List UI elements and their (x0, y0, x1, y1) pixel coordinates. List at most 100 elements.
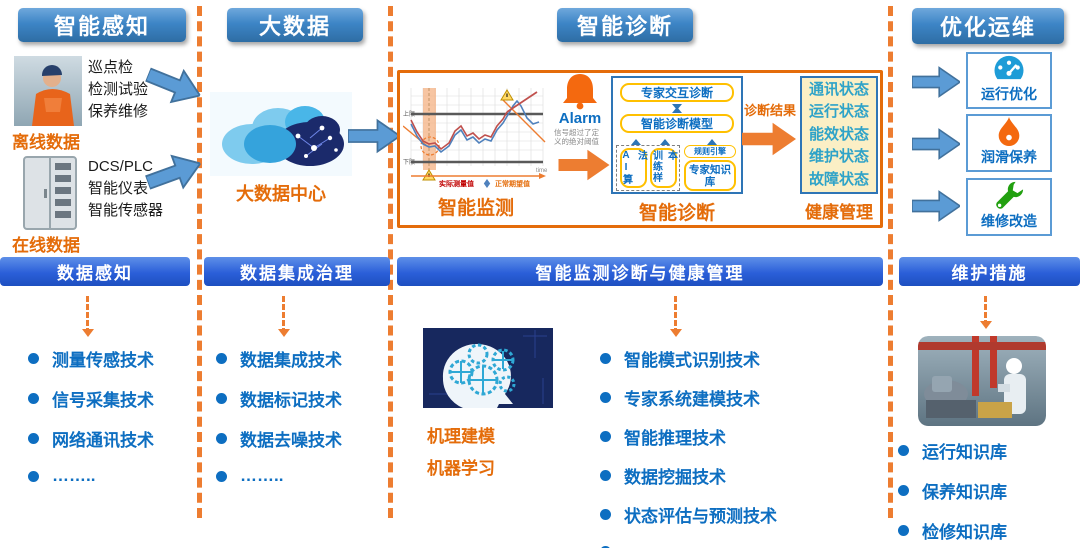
online-cabinet-image (23, 156, 77, 230)
health-label: 健康管理 (805, 203, 873, 222)
up-arrow-icon (660, 139, 670, 145)
right-arrow-icon (912, 128, 960, 160)
ai-algorithm-box: AI算法 (620, 148, 647, 188)
banner-data-integration: 数据集成治理 (204, 257, 390, 286)
list-item-label: 数据标记技术 (240, 391, 342, 410)
list-item: …….. (216, 466, 342, 486)
list-item-label: 检修知识库 (922, 523, 1007, 542)
dashed-arrow-down-icon (278, 296, 290, 337)
list-item: 数据去噪技术 (216, 426, 342, 451)
list-item: 数据标记技术 (216, 386, 342, 411)
expert-kb-label: 专家知识库 (689, 163, 731, 188)
training-samples-label: 训练样本 (650, 150, 677, 183)
dashed-arrow-down-icon (82, 296, 94, 337)
health-state: 能效状态 (808, 125, 869, 143)
list-item: 智能模式识别技术 (600, 346, 777, 371)
alarm-bell-icon (563, 74, 597, 110)
list-item-label: 信号采集技术 (52, 391, 154, 410)
up-down-arrow-icon (672, 104, 682, 113)
list-item-label: 智能推理技术 (624, 429, 726, 448)
list-item-label: 数据去噪技术 (240, 431, 342, 450)
chart-legend-expected: 正常期望值 (495, 179, 530, 188)
bullet-icon (600, 545, 611, 548)
chart-time-label: time (536, 168, 548, 174)
list-item-label: 数据挖掘技术 (624, 468, 726, 487)
banner-label: 数据感知 (57, 264, 133, 283)
health-states-box: 通讯状态 运行状态 能效状态 维护状态 故障状态 (800, 76, 878, 194)
ai-algorithm-label: AI算法 (620, 150, 647, 185)
bullet-icon (216, 393, 227, 404)
list-item: 智能推理技术 (600, 424, 777, 449)
monitoring-label: 智能监测 (437, 198, 514, 219)
diagnosis-tech-list: 智能模式识别技术 专家系统建模技术 智能推理技术 数据挖掘技术 状态评估与预测技… (600, 346, 777, 548)
right-arrow-icon (558, 149, 610, 181)
list-item: 保养知识库 (898, 478, 1007, 503)
bullet-icon (28, 433, 39, 444)
maintenance-photo (918, 336, 1046, 426)
list-item-label: 测量传感技术 (52, 351, 154, 370)
ops-tech-list: 运行知识库 保养知识库 检修知识库 (898, 438, 1007, 548)
online-data-label: 在线数据 (12, 236, 80, 255)
list-item-label: 保养知识库 (922, 483, 1007, 502)
health-state: 维护状态 (808, 148, 869, 166)
oil-drop-icon (998, 116, 1020, 146)
header-ops-label: 优化运维 (939, 15, 1036, 40)
alarm-note: 信号超过了定义的绝对阈值 (554, 128, 599, 146)
rule-engine-label: 规则引擎 (694, 147, 726, 156)
bullet-icon (28, 470, 39, 482)
bigdata-cloud-image (210, 92, 352, 176)
up-arrow-icon (707, 139, 717, 145)
online-item: DCS/PLC (88, 158, 154, 175)
monitoring-chart-image: 上限 下限 time 实际测量值 正常期望值 (403, 80, 549, 190)
banner-label: 数据集成治理 (240, 264, 354, 283)
header-diagnosis-label: 智能诊断 (576, 14, 673, 39)
column-separator (888, 6, 893, 518)
health-state: 运行状态 (808, 103, 869, 121)
bullet-icon (600, 470, 611, 481)
list-item-label: …….. (240, 466, 284, 485)
header-ops: 优化运维 (912, 8, 1064, 44)
bullet-icon (898, 485, 909, 496)
model-label: 机理建模 (427, 427, 495, 446)
bullet-icon (600, 431, 611, 442)
right-arrow-icon (912, 66, 960, 98)
header-perception-label: 智能感知 (53, 14, 150, 39)
list-item-label: 数据集成技术 (240, 351, 342, 370)
bullet-icon (600, 509, 611, 520)
diag-model-label: 智能诊断模型 (640, 117, 713, 131)
perception-tech-list: 测量传感技术 信号采集技术 网络通讯技术 …….. (28, 346, 154, 501)
dashed-arrow-down-icon (980, 296, 992, 329)
list-item: 数据挖掘技术 (600, 463, 777, 488)
right-arrow-icon (912, 190, 960, 222)
offline-item: 保养维修 (88, 103, 149, 120)
bigdata-center-label: 大数据中心 (236, 184, 326, 204)
chart-legend-actual: 实际测量值 (439, 179, 474, 188)
ops-item-label: 维修改造 (981, 213, 1037, 229)
list-item: 运行知识库 (898, 438, 1007, 463)
banner-maintenance: 维护措施 (899, 257, 1080, 286)
bullet-icon (216, 470, 227, 482)
ops-item-label: 运行优化 (981, 86, 1037, 102)
diag-model-box: 智能诊断模型 (620, 114, 734, 133)
rule-engine-box: 规则引擎 (684, 145, 736, 158)
list-item: 网络通讯技术 (28, 426, 154, 451)
banner-data-perception: 数据感知 (0, 257, 190, 286)
health-state: 故障状态 (808, 170, 869, 188)
list-item-label: …….. (52, 466, 96, 485)
bullet-icon (600, 353, 611, 364)
bullet-icon (216, 433, 227, 444)
expert-interactive-box: 专家交互诊断 (620, 83, 734, 102)
list-item: 信号采集技术 (28, 386, 154, 411)
offline-item: 检测试验 (88, 81, 149, 98)
list-item-label: 状态评估与预测技术 (624, 507, 777, 526)
list-item-label: 专家系统建模技术 (624, 390, 760, 409)
health-state: 通讯状态 (808, 80, 869, 98)
list-item: 检修知识库 (898, 518, 1007, 543)
right-arrow-icon (144, 67, 202, 104)
list-item-label: …….. (624, 541, 667, 548)
offline-worker-photo (14, 56, 82, 126)
training-group-box (616, 145, 680, 191)
diagnosis-result-label: 诊断结果 (743, 103, 796, 118)
diagnosis-frame (397, 70, 883, 228)
ops-item-box: 运行优化 (966, 52, 1052, 109)
